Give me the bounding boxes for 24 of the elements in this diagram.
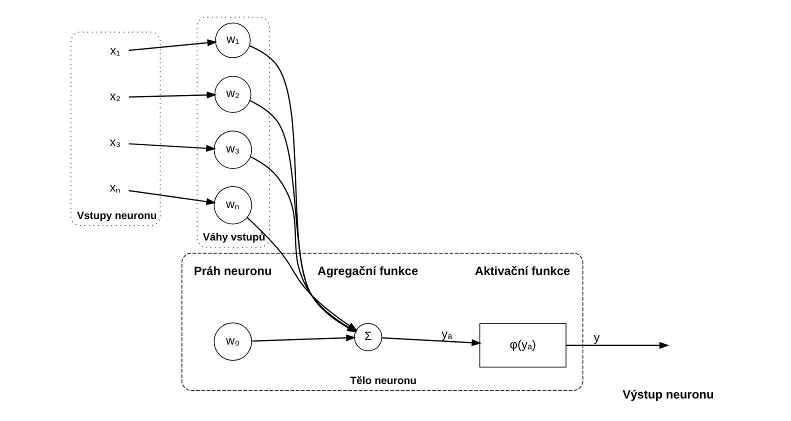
edge-label: yₐ [442, 326, 452, 341]
node-circle: w₃ [214, 130, 252, 169]
node-box: φ(yₐ) [479, 323, 566, 368]
arrow [252, 334, 356, 342]
arrow [128, 143, 216, 152]
node-circle: w₂ [214, 76, 252, 113]
node-label: Aktivační funkce [474, 264, 570, 278]
edge-label: y [594, 330, 600, 344]
node-text: x₁ [110, 43, 120, 58]
arrow [566, 342, 670, 349]
node-circle: w₀ [214, 322, 252, 361]
node-text: xₙ [110, 180, 121, 195]
node-text: x₃ [110, 134, 121, 149]
arrow [128, 190, 216, 206]
arrow [382, 337, 482, 346]
node-circle: wₙ [214, 186, 252, 224]
arrow [128, 39, 218, 51]
arrow [128, 92, 217, 98]
node-text: x₂ [110, 89, 121, 104]
node-circle: Σ [354, 323, 382, 352]
label: Výstup neuronu [622, 387, 714, 402]
node-label: Agregační funkce [318, 264, 418, 278]
node-circle: w₁ [215, 22, 251, 58]
node-label: Práh neuronu [194, 264, 272, 278]
